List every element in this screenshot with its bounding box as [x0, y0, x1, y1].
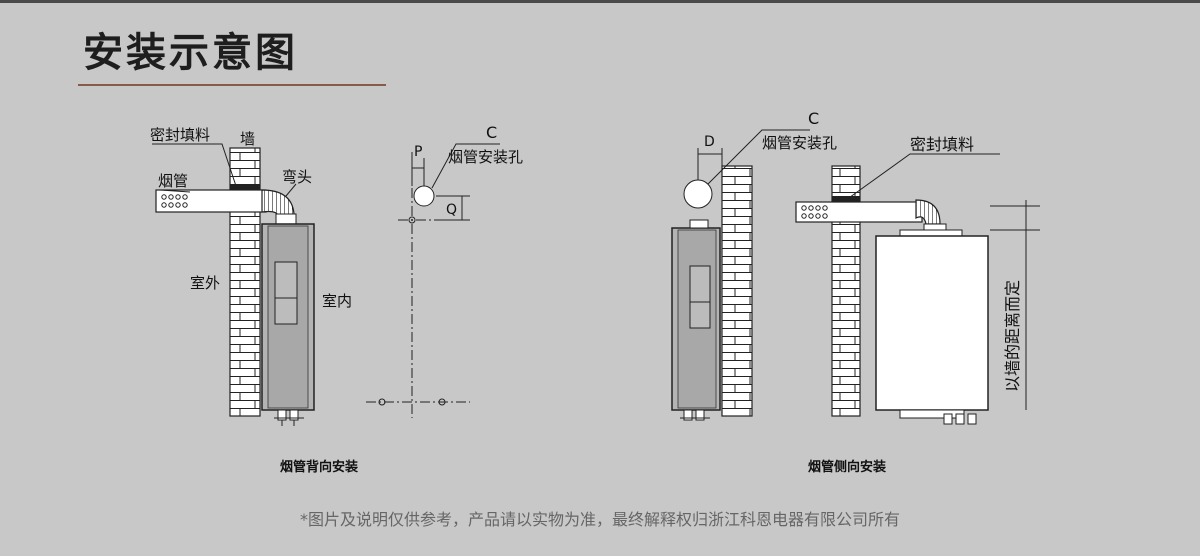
left-label-flue: 烟管 — [158, 172, 188, 190]
right-b-vent-holes — [801, 205, 828, 219]
right-a-panel-top — [689, 265, 711, 303]
c-leader — [431, 143, 500, 189]
right-b-heater-bottom — [899, 409, 977, 425]
right-label-sealant: 密封填料 — [910, 135, 974, 154]
left-label-indoor: 室内 — [322, 292, 352, 310]
right-b-sealant-leader — [845, 153, 1000, 201]
left-label-sealant: 密封填料 — [150, 126, 210, 144]
right-label-d: D — [704, 134, 715, 150]
left-heater-valves — [274, 409, 304, 426]
top-border — [0, 0, 1200, 3]
flue-hole-circle — [413, 185, 435, 207]
left-label-outdoor: 室外 — [190, 274, 220, 292]
side-install-figure-a — [671, 129, 810, 421]
right-label-hole: 烟管安装孔 — [762, 134, 837, 152]
middle-label-hole: 烟管安装孔 — [448, 148, 523, 166]
left-flue-pipe — [155, 189, 267, 213]
dim-d — [697, 148, 723, 180]
left-flue-vent-holes — [161, 194, 188, 208]
left-label-elbow: 弯头 — [282, 168, 312, 186]
side-install-figure-b — [795, 153, 1040, 425]
title-underline — [78, 84, 386, 86]
left-flue-leader — [159, 189, 191, 193]
distance-dim — [990, 200, 1040, 410]
right-b-heater-body — [875, 235, 989, 411]
right-a-heater-top — [689, 219, 709, 229]
right-label-c: C — [808, 109, 819, 128]
left-sealant-leader — [152, 143, 237, 187]
right-a-panel-bottom — [689, 301, 711, 329]
left-elbow-collar — [275, 213, 297, 225]
center-mark-bottom-right — [438, 398, 446, 406]
middle-label-q: Q — [446, 202, 457, 218]
right-a-wall — [721, 165, 753, 417]
center-mark-bottom-left — [378, 398, 386, 406]
rear-install-caption: 烟管背向安装 — [280, 460, 359, 475]
right-b-seal-a — [832, 196, 860, 202]
hole-position-figure — [366, 143, 500, 418]
middle-label-c: C — [486, 123, 497, 142]
left-wall-seal — [230, 184, 260, 190]
dim-p — [411, 158, 425, 186]
side-install-caption: 烟管侧向安装 — [808, 460, 887, 475]
right-label-distance: 以墙的距离而定 — [1003, 280, 1022, 392]
right-a-flue-hole — [683, 179, 713, 209]
right-a-valves — [680, 409, 710, 421]
right-b-flue-pipe — [795, 201, 923, 223]
left-label-wall: 墙 — [240, 130, 255, 148]
dim-q — [436, 195, 470, 221]
rear-install-figure — [152, 143, 315, 426]
disclaimer-note: *图片及说明仅供参考，产品请以实物为准，最终解释权归浙江科恩电器有限公司所有 — [299, 510, 900, 529]
left-elbow-leader — [285, 183, 297, 197]
left-elbow — [261, 189, 295, 217]
center-mark-top — [408, 216, 416, 224]
right-c-leader — [707, 129, 810, 185]
left-heater-panel-bottom — [274, 297, 298, 325]
middle-label-p: P — [414, 144, 422, 160]
page-title: 安装示意图 — [83, 30, 298, 76]
left-heater-panel-top — [274, 261, 298, 299]
